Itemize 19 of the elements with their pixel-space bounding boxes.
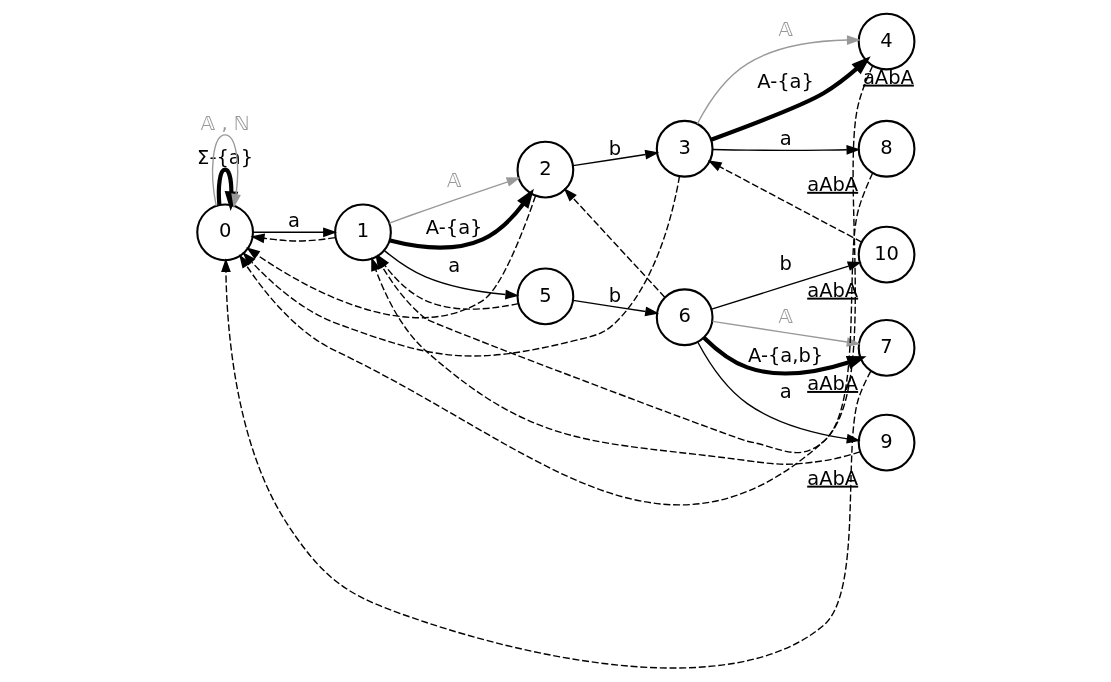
- edge-label: Σ-{a}: [197, 146, 254, 170]
- edge-label: A-{a}: [757, 69, 814, 93]
- edge-label: b: [608, 284, 622, 308]
- edge-label: a: [448, 253, 461, 277]
- edge-label: A-{a,b}: [748, 344, 824, 368]
- edge-label: 𝔸 , ℕ: [200, 111, 250, 135]
- edge-label: b: [779, 252, 792, 276]
- edge-label: a: [288, 209, 301, 233]
- node-label: aAbA: [807, 371, 859, 395]
- edge-label: 𝔸: [778, 305, 793, 329]
- edge-label: a: [779, 126, 792, 150]
- edge-label: A-{a}: [425, 215, 483, 239]
- node-label: aAbA: [807, 172, 859, 196]
- node-label: aAbA: [807, 466, 859, 490]
- node-label: aAbA: [807, 278, 859, 302]
- edge-label: 𝔸: [778, 18, 793, 42]
- edge-label: b: [608, 136, 622, 160]
- edge-label: 𝔸: [446, 168, 462, 192]
- edge-label: a: [779, 380, 792, 404]
